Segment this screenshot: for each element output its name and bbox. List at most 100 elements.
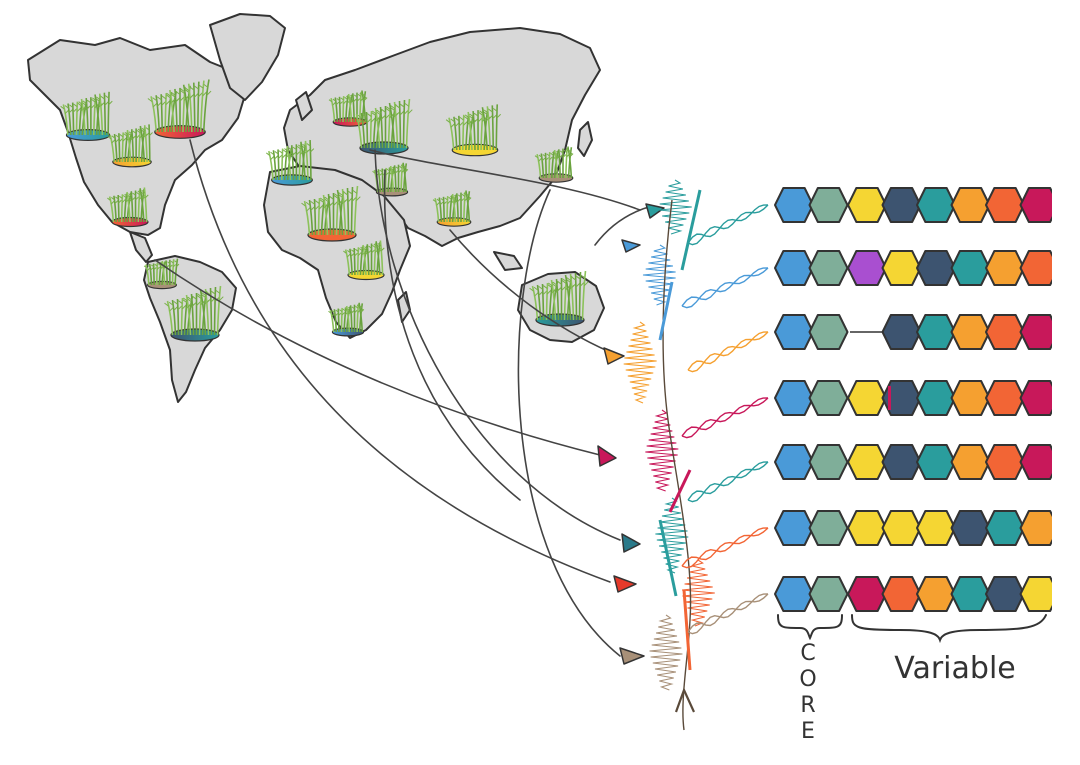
grass-blade [126,191,131,223]
grass-blade [486,106,491,151]
gene-hexagon [847,187,887,223]
grass-leaf [175,90,185,102]
core-label: C O R E [799,641,816,744]
grass-leaf [347,250,355,257]
dna-strand [681,527,769,567]
tree-branch [680,189,702,271]
grass-blade [548,152,551,179]
grass-blade [402,162,408,193]
grass-leaf [141,127,150,137]
gene-hexagon [808,576,849,612]
grass-leaf [351,249,358,257]
grass-leaf [270,151,279,160]
gene-hexagon [985,187,1025,223]
grass-leaf [82,100,91,110]
tree-scribble [645,409,679,492]
grass-blade [536,284,542,321]
grass-blade [333,309,338,333]
tree-branch [668,469,692,513]
gene-hexagon [1019,576,1052,612]
grass-leaf [492,107,502,119]
core-letter: C [800,641,815,666]
gene-hexagon [985,444,1025,480]
grass-leaf [353,94,361,102]
soil-base [375,187,409,197]
grass-leaf [362,114,372,124]
grass-blade [375,241,381,276]
tree-scribble [655,497,689,574]
grass-blade [120,194,124,223]
gene-hexagon [916,576,956,612]
grass-leaf [483,109,493,120]
grass-blade [108,196,115,223]
grass-leaf [167,261,173,268]
grass-leaf [92,97,101,108]
gene-hexagon [985,576,1025,612]
tree-scribble [642,244,676,306]
grass-blade [109,134,115,163]
tree-scribble [649,614,683,691]
grass-blade [160,94,164,133]
grass-leaf [432,199,440,206]
grass-blade [356,247,360,276]
grass-blade [564,274,572,321]
grass-leaf [306,143,315,153]
grass-blade [209,287,213,336]
grass-leaf [310,201,320,211]
grass-blade [540,153,545,179]
grass-blade [107,91,110,136]
grass-blade [118,133,121,163]
grass-patch [301,185,361,242]
grass-leaf [344,307,351,315]
grass-blade [358,302,364,333]
grass-leaf [395,166,402,174]
gene-hexagon [1019,187,1052,223]
grass-patch [534,146,574,183]
grass-leaf [459,116,468,126]
grass-blade [180,297,184,336]
grass-leaf [145,127,153,137]
grass-blade [139,188,145,223]
grass-leaf [473,112,483,123]
grass-leaf [336,98,343,105]
tree-scribble [681,559,715,627]
grass-leaf [377,243,385,252]
arrow-heads [597,203,665,665]
grass-leaf [566,277,577,289]
gene-hexagon [847,380,887,416]
gene-hexagon [950,444,991,480]
dna-strand [687,204,769,246]
gene-hexagon [774,314,814,350]
grass-leaf [557,280,566,291]
grass-leaf [178,300,187,310]
grass-leaf [170,260,176,268]
grass-blade [277,149,280,181]
grass-leaf [124,132,133,140]
grass-leaf [194,85,203,98]
grass-blade [204,288,210,336]
grass-blade [361,90,367,123]
grass-blade [216,285,222,336]
grass-blade [155,262,159,286]
grass-patch [328,302,365,337]
grass-blade [308,199,314,236]
gene-hexagon [950,576,991,612]
grass-leaf [104,95,113,106]
dna-strand [687,593,769,633]
grass-leaf [174,260,180,267]
grass-blade [491,105,495,151]
grass-blade [578,271,582,321]
grass-leaf [388,167,395,175]
grass-leaf [154,263,160,270]
grass-blade [379,106,384,149]
grass-blade [472,110,476,151]
grass-leaf [580,274,589,287]
grass-leaf [538,154,546,162]
grass-patch [445,104,502,157]
variable-label: Variable [894,651,1015,686]
dna-helices [681,204,769,635]
grass-blade [152,263,155,286]
grass-blade [80,98,86,136]
grass-leaf [298,144,307,154]
grass-blade [336,189,344,236]
